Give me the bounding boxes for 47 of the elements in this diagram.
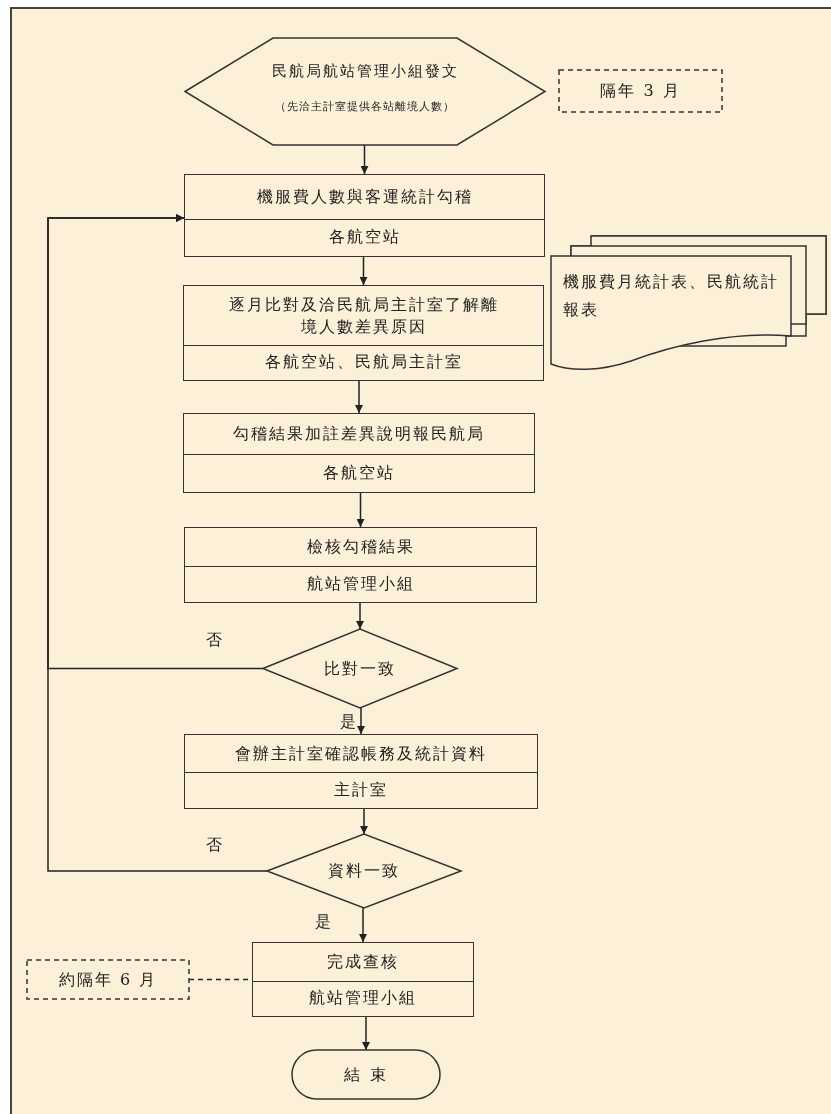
note-text: 隔年 3 月 <box>600 80 681 102</box>
arrow <box>360 808 368 835</box>
document-stack <box>551 236 827 372</box>
process-box <box>252 942 474 1017</box>
step-text: 機服費人數與客運統計勾稽 <box>256 186 473 208</box>
step-text: 完成查核 <box>327 951 399 973</box>
decision-diamond <box>263 629 457 708</box>
note-box <box>27 960 189 999</box>
process-box <box>184 734 538 809</box>
note-box <box>559 70 722 112</box>
arrow <box>360 144 369 175</box>
decision-diamond <box>267 834 461 908</box>
arrow <box>357 707 365 735</box>
step-text: 會辦主計室確認帳務及統計資料 <box>235 742 487 765</box>
edge-label: 否 <box>206 835 222 855</box>
arrow <box>362 1016 370 1051</box>
process-box <box>184 174 545 257</box>
step-text: 檢核勾稽結果 <box>306 536 415 558</box>
responsible-unit-text: 航站管理小組 <box>309 987 417 1009</box>
arrow <box>47 214 268 872</box>
responsible-unit-text: 各航空站 <box>323 461 395 484</box>
responsible-unit-text: 各航空站 <box>328 226 401 248</box>
process-box <box>184 527 537 603</box>
note-text: 約隔年 6 月 <box>58 968 158 991</box>
edge-label: 是 <box>340 712 356 732</box>
document-text: 機服費月統計表、民航統計報表 <box>563 272 779 319</box>
start-hexagon <box>185 38 545 145</box>
step-text: 逐月比對及洽民航局主計室了解離境人數差異原因 <box>227 293 500 338</box>
start-text: 民航局航站管理小組發文 <box>271 61 459 82</box>
step-text: 勾稽結果加註差異說明報民航局 <box>233 423 485 445</box>
responsible-unit-text: 各航空站、民航局主計室 <box>264 351 463 373</box>
responsible-unit-text: 航站管理小組 <box>306 572 415 595</box>
arrow <box>359 256 368 286</box>
note-text: （先洽主計室提供各站離境人數） <box>275 99 455 115</box>
arrow <box>356 602 364 630</box>
edge-label: 否 <box>206 630 222 650</box>
arrow <box>355 380 363 414</box>
arrow <box>359 907 367 943</box>
end-terminal <box>292 1050 440 1099</box>
edge-label: 是 <box>315 912 331 932</box>
responsible-unit-text: 主計室 <box>334 778 388 801</box>
decision-text: 資料一致 <box>328 860 400 882</box>
end-text: 結 束 <box>344 1063 388 1086</box>
arrow <box>356 492 365 528</box>
decision-text: 比對一致 <box>324 657 396 680</box>
process-box <box>183 413 535 493</box>
process-box <box>183 285 544 381</box>
